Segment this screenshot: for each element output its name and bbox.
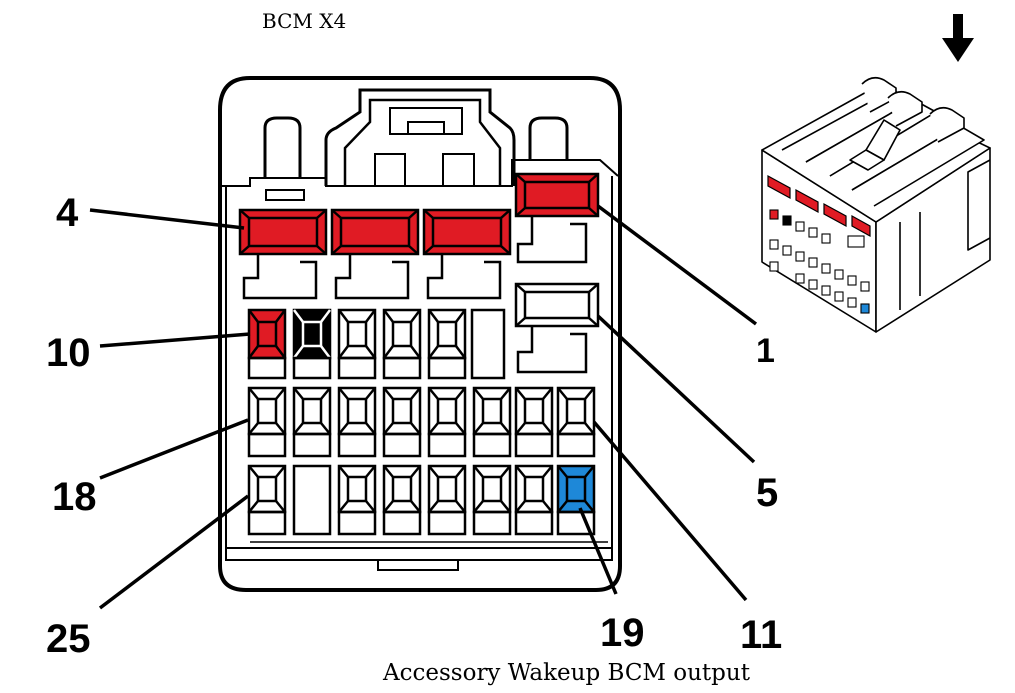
terminal-3 bbox=[330, 208, 420, 300]
terminal-6 bbox=[427, 308, 467, 380]
callout-5: 5 bbox=[756, 471, 778, 515]
down-arrow-icon bbox=[942, 14, 974, 62]
blank-cavity-row4 bbox=[292, 464, 332, 536]
diagram-title: BCM X4 bbox=[262, 9, 346, 33]
callout-1: 1 bbox=[756, 332, 775, 370]
callout-11: 11 bbox=[740, 613, 782, 657]
terminal-25 bbox=[247, 464, 287, 536]
terminal-22 bbox=[427, 464, 467, 536]
diagram-caption: Accessory Wakeup BCM output bbox=[382, 660, 751, 686]
terminal-8 bbox=[337, 308, 377, 380]
callout-4: 4 bbox=[56, 191, 79, 235]
terminal-7 bbox=[382, 308, 422, 380]
terminal-21 bbox=[472, 464, 512, 536]
terminal-row-4 bbox=[247, 464, 596, 536]
terminal-23 bbox=[382, 464, 422, 536]
terminal-row-2 bbox=[247, 308, 506, 380]
terminal-19 bbox=[556, 464, 596, 536]
terminal-5 bbox=[514, 282, 600, 374]
callout-25: 25 bbox=[46, 617, 91, 661]
terminal-16 bbox=[337, 386, 377, 458]
terminal-20 bbox=[514, 464, 554, 536]
terminal-15 bbox=[382, 386, 422, 458]
callout-18: 18 bbox=[52, 475, 97, 519]
callout-19: 19 bbox=[600, 611, 645, 655]
iso-terminals-red bbox=[767, 174, 871, 238]
terminal-17 bbox=[292, 386, 332, 458]
terminal-12 bbox=[514, 386, 554, 458]
terminal-1 bbox=[514, 172, 600, 264]
terminal-row-large bbox=[238, 172, 600, 374]
terminal-10 bbox=[247, 308, 287, 380]
terminal-18 bbox=[247, 386, 287, 458]
terminal-13 bbox=[472, 386, 512, 458]
terminal-row-3 bbox=[247, 386, 596, 458]
blank-cavity bbox=[470, 308, 506, 380]
connector-face bbox=[218, 76, 622, 592]
connector-isometric bbox=[761, 76, 991, 333]
terminal-14 bbox=[427, 386, 467, 458]
callout-10: 10 bbox=[46, 331, 91, 375]
terminal-9 bbox=[292, 308, 332, 380]
terminal-24 bbox=[337, 464, 377, 536]
terminal-2 bbox=[422, 208, 512, 300]
terminal-4 bbox=[238, 208, 328, 300]
leader-lines bbox=[89, 204, 758, 610]
iso-terminals-small bbox=[769, 209, 870, 314]
terminal-11 bbox=[556, 386, 596, 458]
